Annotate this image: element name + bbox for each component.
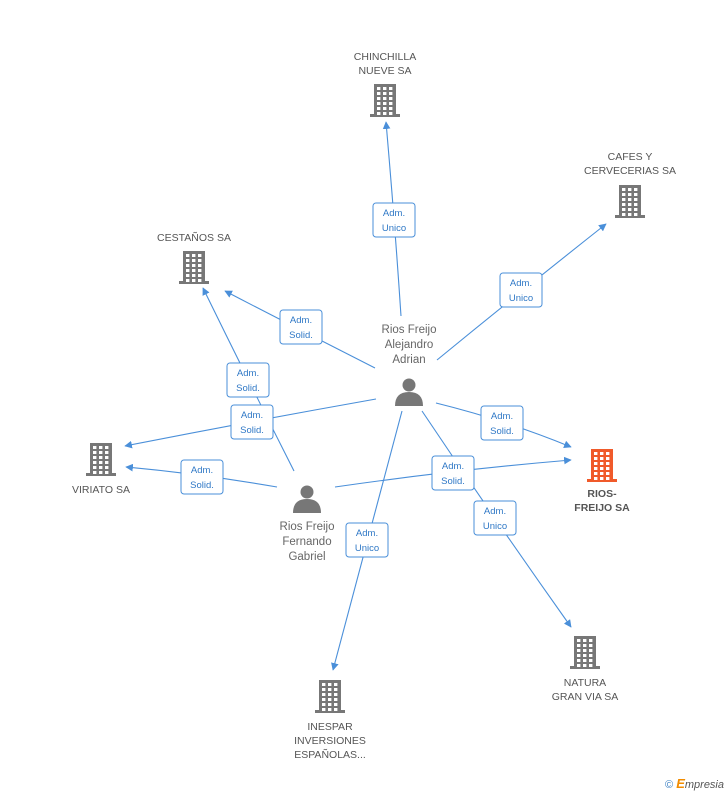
company-name-line: INVERSIONES xyxy=(294,735,366,747)
person-icon xyxy=(293,485,321,513)
building-icon xyxy=(86,443,116,476)
edge-label-text: Adm. xyxy=(491,411,513,422)
edge-label-alejandro-to-riosfreijo[interactable]: Adm. Solid. xyxy=(480,405,524,441)
edge-label-box xyxy=(431,455,475,491)
edge-label-fernando-to-riosfreijo[interactable]: Adm. Solid. xyxy=(431,455,475,491)
building-icon xyxy=(615,185,645,218)
edge-label-alejandro-to-cestanos[interactable]: Adm. Solid. xyxy=(279,309,323,345)
company-name-line: CERVECERIAS SA xyxy=(584,165,676,177)
edge-label-fernando-to-viriato[interactable]: Adm. Solid. xyxy=(180,459,224,495)
edge-labels-layer: Adm.UnicoAdm.UnicoAdm.Solid.Adm.Solid.Ad… xyxy=(180,202,543,558)
company-name-line: CHINCHILLA xyxy=(354,51,416,63)
person-name-line: Gabriel xyxy=(288,551,325,563)
edge-label-text: Solid. xyxy=(240,425,264,436)
edge-label-box xyxy=(499,272,543,308)
building-icon xyxy=(570,636,600,669)
edge-label-box xyxy=(230,404,274,440)
company-name-line: GRAN VIA SA xyxy=(552,691,619,703)
company-name-line: CAFES Y xyxy=(608,151,653,163)
company-name-line: ESPAÑOLAS... xyxy=(294,748,366,761)
company-name-line: NATURA xyxy=(564,677,606,689)
company-node-viriato[interactable]: VIRIATO SA xyxy=(72,443,130,496)
edge-label-box xyxy=(279,309,323,345)
edge-label-fernando-to-cestanos[interactable]: Adm. Solid. xyxy=(226,362,270,398)
edge-label-text: Adm. xyxy=(290,315,312,326)
company-node-cestanos[interactable]: CESTAÑOS SA xyxy=(157,231,231,284)
copyright-symbol: © xyxy=(665,779,674,791)
edge-label-text: Adm. xyxy=(484,506,506,517)
edge-label-text: Unico xyxy=(355,543,379,554)
edge-label-text: Solid. xyxy=(236,383,260,394)
edge-label-text: Unico xyxy=(483,521,507,532)
person-name-line: Adrian xyxy=(392,354,425,366)
company-name-line: CESTAÑOS SA xyxy=(157,231,231,244)
edge-label-box xyxy=(226,362,270,398)
edge-label-alejandro-to-viriato[interactable]: Adm. Solid. xyxy=(230,404,274,440)
company-name-line: VIRIATO SA xyxy=(72,484,130,496)
company-node-natura[interactable]: NATURA GRAN VIA SA xyxy=(552,636,619,703)
edge-label-text: Adm. xyxy=(241,410,263,421)
person-name-line: Rios Freijo xyxy=(280,521,335,533)
company-node-riosfreijo[interactable]: RIOS- FREIJO SA xyxy=(574,449,630,514)
edge-label-box xyxy=(473,500,517,536)
edge-label-text: Adm. xyxy=(442,461,464,472)
edge-label-text: Solid. xyxy=(289,330,313,341)
edge-label-alejandro-to-inespar[interactable]: Adm. Unico xyxy=(345,522,389,558)
edge-label-text: Solid. xyxy=(190,480,214,491)
edge-label-text: Adm. xyxy=(383,208,405,219)
person-name-line: Rios Freijo xyxy=(382,324,437,336)
building-icon xyxy=(179,251,209,284)
building-icon xyxy=(315,680,345,713)
edge-label-text: Adm. xyxy=(510,278,532,289)
company-node-cafes[interactable]: CAFES Y CERVECERIAS SA xyxy=(584,151,676,218)
edge-label-alejandro-to-cafes[interactable]: Adm. Unico xyxy=(499,272,543,308)
edge-label-box xyxy=(372,202,416,238)
company-node-chinchilla[interactable]: CHINCHILLA NUEVE SA xyxy=(354,51,416,117)
footer-brand[interactable]: © Empresia xyxy=(665,776,724,791)
brand-name: mpresia xyxy=(684,779,724,791)
edge-label-box xyxy=(180,459,224,495)
building-icon xyxy=(587,449,617,482)
edge-label-text: Adm. xyxy=(191,465,213,476)
company-name-line: FREIJO SA xyxy=(574,502,630,514)
company-name-line: RIOS- xyxy=(587,488,617,500)
edge-label-text: Adm. xyxy=(237,368,259,379)
edge-label-text: Adm. xyxy=(356,528,378,539)
building-icon xyxy=(370,84,400,117)
edge-label-text: Solid. xyxy=(441,476,465,487)
company-node-inespar[interactable]: INESPAR INVERSIONESESPAÑOLAS... xyxy=(294,680,366,761)
company-name-line: INESPAR xyxy=(307,721,353,733)
edge-label-alejandro-to-chinchilla[interactable]: Adm. Unico xyxy=(372,202,416,238)
person-icon xyxy=(395,378,423,406)
edge-label-box xyxy=(345,522,389,558)
edge-label-text: Unico xyxy=(509,293,533,304)
person-name-line: Alejandro xyxy=(385,339,434,351)
edge-label-text: Unico xyxy=(382,223,406,234)
edge-label-text: Solid. xyxy=(490,426,514,437)
company-name-line: NUEVE SA xyxy=(358,65,411,77)
person-name-line: Fernando xyxy=(282,536,331,548)
brand-initial: E xyxy=(676,776,685,791)
edges-layer xyxy=(124,121,607,671)
edge-label-alejandro-to-natura[interactable]: Adm. Unico xyxy=(473,500,517,536)
edge-label-box xyxy=(480,405,524,441)
